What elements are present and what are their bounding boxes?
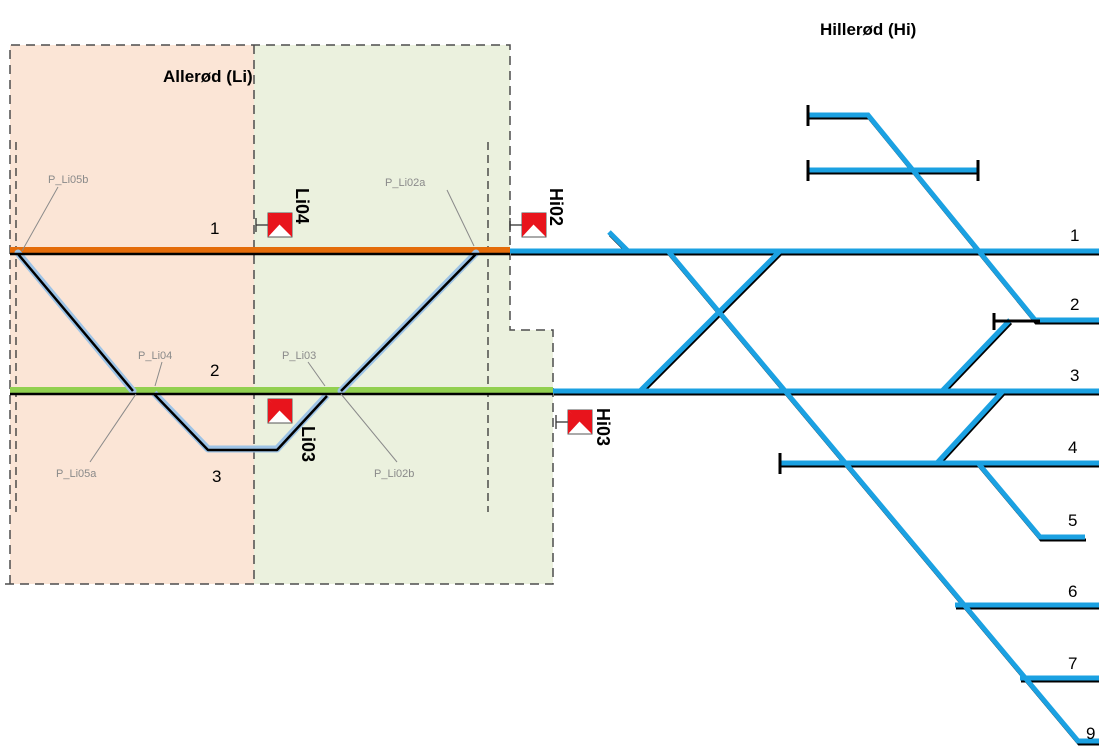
point-label-li03: P_Li03 xyxy=(282,350,316,362)
allerod-area-right xyxy=(254,45,553,584)
hillerod-track-label-1: 1 xyxy=(1070,226,1079,245)
allerod-centerlines xyxy=(10,252,553,452)
hillerod-tracks xyxy=(510,112,1099,744)
point-label-li05b: P_Li05b xyxy=(48,174,88,186)
point-label-li02b: P_Li02b xyxy=(374,468,414,480)
station-title-allerod: Allerød (Li) xyxy=(163,67,253,86)
hillerod-track-label-5: 5 xyxy=(1068,511,1077,530)
hillerod-crossover-2-3 xyxy=(940,318,1012,393)
signal-li03 xyxy=(267,398,293,424)
hillerod-diagonal-9 xyxy=(666,249,1099,744)
allerod-track-label-3: 3 xyxy=(212,467,221,486)
allerod-tracks xyxy=(10,247,553,453)
hillerod-crossover-3-4 xyxy=(935,389,1005,465)
hillerod-track-label-9: 9 xyxy=(1086,724,1095,743)
hillerod-track-label-7: 7 xyxy=(1068,654,1077,673)
hillerod-stub xyxy=(607,230,630,253)
signal-label-hi02: Hi02 xyxy=(546,188,566,226)
hillerod-track-label-2: 2 xyxy=(1070,295,1079,314)
hillerod-track-label-4: 4 xyxy=(1068,438,1077,457)
signal-label-li04: Li04 xyxy=(292,188,312,224)
area-boundary xyxy=(0,44,554,585)
point-leaders xyxy=(21,186,475,463)
signal-label-li03: Li03 xyxy=(298,426,318,462)
point-label-li02a: P_Li02a xyxy=(385,177,426,189)
allerod-area-left xyxy=(10,45,254,584)
hillerod-crossover-1-3 xyxy=(638,249,782,393)
hillerod-track-label-3: 3 xyxy=(1070,366,1079,385)
signal-li04 xyxy=(255,212,293,238)
allerod-track-label-2: 2 xyxy=(210,361,219,380)
allerod-track-label-1: 1 xyxy=(210,219,219,238)
hillerod-track-2-branch xyxy=(808,112,1099,323)
station-title-hillerod: Hillerød (Hi) xyxy=(820,20,916,39)
buffer-stops xyxy=(778,105,996,474)
hillerod-track-label-6: 6 xyxy=(1068,582,1077,601)
point-label-li04: P_Li04 xyxy=(138,350,172,362)
hillerod-track-5 xyxy=(976,461,1085,540)
signal-hi03 xyxy=(555,409,593,435)
signal-hi02 xyxy=(509,212,547,238)
point-label-li05a: P_Li05a xyxy=(56,468,97,480)
signal-label-hi03: Hi03 xyxy=(593,408,613,446)
